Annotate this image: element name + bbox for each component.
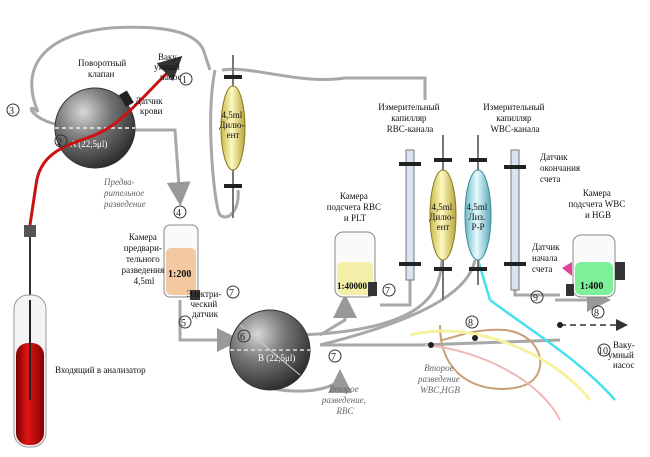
rbc-capillary-label: Измерительный капилляр RBC-канала xyxy=(378,102,441,134)
blood-sensor-block xyxy=(119,90,134,108)
pipe-predil-b xyxy=(178,300,241,352)
wbc-capillary xyxy=(504,149,526,291)
rbc-ratio: 1:40000 xyxy=(337,281,367,291)
wbc-chamber: 1:400 xyxy=(562,234,625,298)
pipe-b-return xyxy=(269,369,352,394)
rbc-chamber-label: Камера подсчета RBC и PLT xyxy=(327,191,384,223)
pipe-valve-predil xyxy=(130,128,191,206)
diluent-a-label: 4,5ml Дилю- ент xyxy=(219,110,246,140)
step-7c: 7 xyxy=(385,286,390,297)
lyse-syringe xyxy=(464,135,492,285)
chamber-b-label: B (22,5μl) xyxy=(258,353,295,363)
predil-chamber: 1:200 xyxy=(163,224,200,300)
rotary-valve-label: Поворотный клапан xyxy=(78,58,128,79)
pink-line xyxy=(424,344,561,421)
yellow-line xyxy=(409,329,592,401)
cyan-to-lyse xyxy=(476,259,492,301)
step-7b: 7 xyxy=(331,352,336,363)
pipe-diluent-b xyxy=(299,259,444,337)
pipe-valve-left xyxy=(29,106,61,127)
colored-lines xyxy=(409,259,616,421)
step-9: 9 xyxy=(533,293,538,304)
step-3: 3 xyxy=(9,106,14,117)
labels: Поворотный клапан Ваку- умный насос Датч… xyxy=(55,52,637,416)
pipe-loop-diluent xyxy=(209,69,240,219)
step-number-text: 1 2 3 4 5 6 7 7 7 8 8 9 10 xyxy=(9,75,608,363)
pipe-top-long xyxy=(221,67,427,100)
step-numbers xyxy=(6,72,611,363)
step-8b: 8 xyxy=(594,308,599,319)
step-2: 2 xyxy=(57,137,62,148)
cyan-line xyxy=(489,298,616,401)
count-start-label: Датчик начала счета xyxy=(532,242,562,274)
rotary-valve-a: A (22,5μl) xyxy=(54,87,136,169)
wbc-chamber-label: Камера подсчета WBC и HGB xyxy=(568,188,627,220)
pipe-cap-rbc xyxy=(380,270,412,307)
diluent-a xyxy=(220,55,246,218)
sample-tube xyxy=(13,225,47,448)
predil-ratio: 1:200 xyxy=(168,269,191,280)
electric-sensor-label: Электри- ческий датчик xyxy=(186,289,223,319)
pipe-b-rbc xyxy=(319,294,357,337)
junctions xyxy=(428,322,563,348)
step-6: 6 xyxy=(240,332,245,343)
lyse-label: 4,5ml Лиз. P-P xyxy=(466,202,489,232)
step-1: 1 xyxy=(182,75,187,86)
diluent-b-label: 4,5ml Дилю- ент xyxy=(429,202,456,232)
sample-probe-label: Входящий в анализатор xyxy=(55,365,146,375)
chamber-b: B (22,5μl) xyxy=(229,309,311,391)
pipe-top-loop xyxy=(30,25,212,113)
rbc-chamber: 1:40000 xyxy=(334,231,377,298)
chamber-a-label: A (22,5μl) xyxy=(70,139,107,149)
second-rbc-label: Второе разведение, RBC xyxy=(321,384,368,416)
blood-path xyxy=(28,70,170,226)
second-wbc-label: Второе разведение WBC,HGB xyxy=(417,363,462,395)
pipe-b-wbc xyxy=(320,338,561,347)
step-7a: 7 xyxy=(229,288,234,299)
pipes xyxy=(29,25,628,394)
vacuum-right-label: Ваку- умный насос xyxy=(608,340,637,370)
blood-arrow xyxy=(156,55,183,82)
wbc-capillary-label: Измерительный капилляр WBC-канала xyxy=(483,102,546,134)
wbc-ratio: 1:400 xyxy=(580,281,603,292)
rbc-capillary xyxy=(399,149,421,281)
step-8a: 8 xyxy=(468,318,473,329)
step-5: 5 xyxy=(181,318,186,329)
predil-chamber-label: Камера предвари- тельного разведения 4,5… xyxy=(122,232,167,286)
step-10: 10 xyxy=(598,346,608,357)
diluent-b xyxy=(429,135,457,300)
vacuum-top-label: Ваку- умный насос xyxy=(154,52,182,82)
blood-sensor-label: Датчик крови xyxy=(135,96,165,116)
predilution-label: Предва- рительное разведение xyxy=(103,177,147,209)
step-4: 4 xyxy=(176,208,181,219)
count-end-label: Датчик окончания счета xyxy=(540,152,582,184)
